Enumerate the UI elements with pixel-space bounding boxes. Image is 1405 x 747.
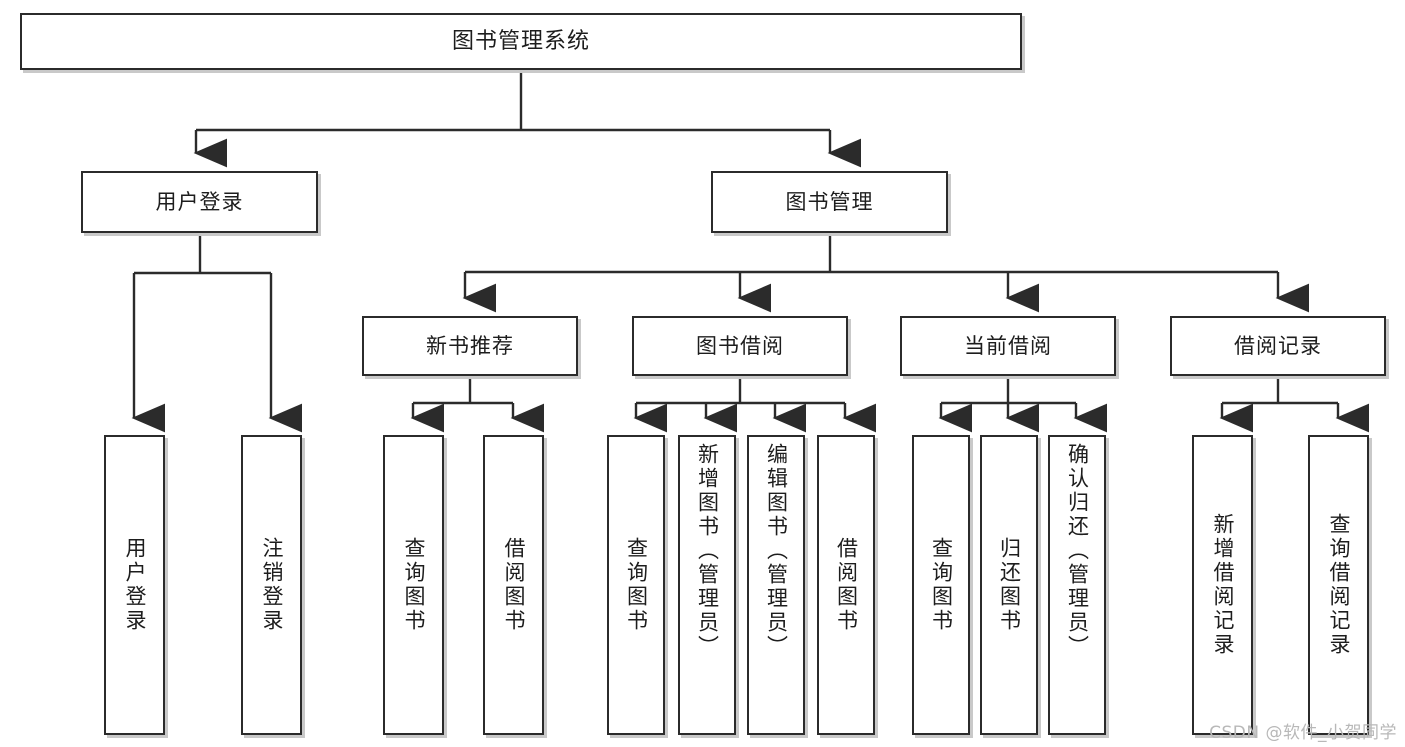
- node-book-borrow[interactable]: 图书借阅: [632, 316, 848, 376]
- leaf-logout[interactable]: 注销登录: [241, 435, 302, 735]
- leaf-label: 注销登录: [260, 537, 284, 633]
- node-user-login[interactable]: 用户登录: [81, 171, 318, 233]
- node-label: 借阅记录: [1234, 333, 1322, 358]
- node-root-book-management-system[interactable]: 图书管理系统: [20, 13, 1022, 70]
- leaf-user-login[interactable]: 用户登录: [104, 435, 165, 735]
- leaf-label: 查询图书: [402, 537, 426, 633]
- leaf-borrow-book-recommend[interactable]: 借阅图书: [483, 435, 544, 735]
- leaf-borrow-book[interactable]: 借阅图书: [817, 435, 875, 735]
- leaf-query-book-current[interactable]: 查询图书: [912, 435, 970, 735]
- leaf-label: 归还图书: [997, 537, 1022, 633]
- leaf-return-book[interactable]: 归还图书: [980, 435, 1038, 735]
- node-label: 用户登录: [155, 189, 244, 214]
- node-book-management[interactable]: 图书管理: [711, 171, 948, 233]
- node-current-borrow[interactable]: 当前借阅: [900, 316, 1116, 376]
- leaf-add-borrow-record[interactable]: 新增借阅记录: [1192, 435, 1253, 735]
- node-label: 新书推荐: [426, 333, 514, 358]
- node-borrow-record[interactable]: 借阅记录: [1170, 316, 1386, 376]
- node-label: 图书管理: [785, 189, 874, 214]
- leaf-label: 借阅图书: [502, 537, 526, 633]
- leaf-label: 新增图书（管理员）: [695, 443, 720, 659]
- leaf-label: 查询图书: [624, 537, 649, 633]
- leaf-edit-book-admin[interactable]: 编辑图书（管理员）: [747, 435, 805, 735]
- leaf-add-book-admin[interactable]: 新增图书（管理员）: [678, 435, 736, 735]
- watermark: CSDN @软件_小贺同学: [1209, 723, 1397, 743]
- leaf-confirm-return-admin[interactable]: 确认归还（管理员）: [1048, 435, 1106, 735]
- leaf-query-book-borrow[interactable]: 查询图书: [607, 435, 665, 735]
- leaf-label: 借阅图书: [834, 537, 859, 633]
- leaf-label: 确认归还（管理员）: [1065, 443, 1090, 659]
- node-label: 当前借阅: [964, 333, 1052, 358]
- leaf-label: 用户登录: [123, 537, 147, 633]
- leaf-label: 编辑图书（管理员）: [764, 443, 789, 659]
- leaf-query-book-recommend[interactable]: 查询图书: [383, 435, 444, 735]
- node-label: 图书借阅: [696, 333, 784, 358]
- leaf-query-borrow-record[interactable]: 查询借阅记录: [1308, 435, 1369, 735]
- node-label: 图书管理系统: [451, 28, 590, 54]
- leaf-label: 新增借阅记录: [1211, 513, 1235, 657]
- leaf-label: 查询图书: [929, 537, 954, 633]
- leaf-label: 查询借阅记录: [1327, 513, 1351, 657]
- node-new-book-recommend[interactable]: 新书推荐: [362, 316, 578, 376]
